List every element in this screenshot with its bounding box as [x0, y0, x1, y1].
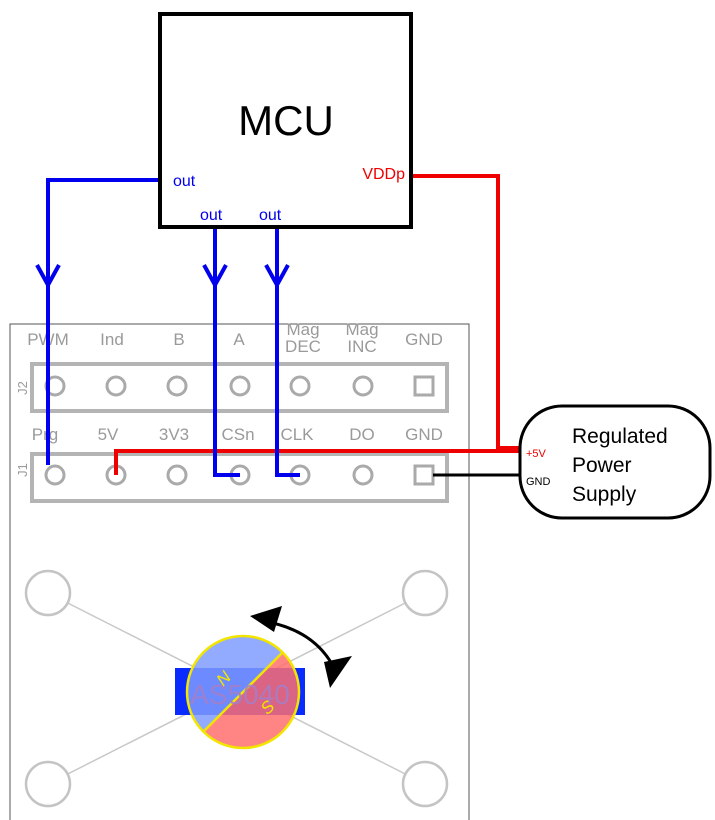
j2-pin-6 [352, 375, 374, 397]
j1-pin-7 [413, 464, 435, 486]
mcu-pin-out-mid1: out [200, 207, 223, 224]
mcu-pin-out-left: out [173, 173, 196, 190]
signal-wire-pwm [46, 178, 160, 465]
mcu-block: MCU out out out VDDp [158, 12, 413, 229]
mounting-hole-bottom-left [24, 760, 72, 808]
magnet-divider [202, 651, 284, 733]
wires [35, 174, 520, 477]
magnet [185, 634, 301, 750]
j2-header [30, 362, 449, 413]
j2-pin-3 [166, 375, 188, 397]
power-supply-line-2: Power [572, 454, 632, 477]
signal-wire-clk [275, 225, 300, 477]
j1-label-3v3: 3V3 [159, 425, 189, 444]
arrowhead-pwm-icon [35, 264, 61, 290]
j2-label-gnd: GND [405, 330, 443, 349]
j1-label-clk: CLK [280, 425, 314, 444]
j1-label-csn: CSn [221, 425, 254, 444]
mounting-hole-top-left [24, 569, 72, 617]
j1-label-gnd: GND [405, 425, 443, 444]
j2-label-ind: Ind [100, 330, 124, 349]
j2-pin-4 [229, 375, 251, 397]
j1-header-label: J1 [15, 463, 30, 477]
mcu-title: MCU [238, 97, 334, 144]
magnet-south-half [203, 652, 300, 749]
j2-pin-5 [289, 375, 311, 397]
power-supply-gnd-label: GND [526, 476, 551, 488]
power-supply-line-3: Supply [572, 483, 637, 506]
magnet-north-half [186, 635, 283, 732]
j2-pin-7 [413, 375, 435, 397]
j1-pin-6 [352, 464, 374, 486]
power-supply-plus-label: +5V [526, 448, 547, 460]
j2-header-label: J2 [15, 381, 30, 395]
j2-label-b: B [173, 330, 184, 349]
mcu-pin-vddp: VDDp [362, 166, 405, 183]
arrowhead-csn-icon [202, 264, 228, 290]
j1-header [30, 452, 449, 503]
power-wire-vddp [411, 174, 520, 450]
j1-label-5v: 5V [98, 425, 119, 444]
board-outline [9, 323, 470, 820]
mcu-pin-out-mid2: out [259, 207, 282, 224]
j2-label-a: A [233, 330, 245, 349]
j1-pin-1 [44, 464, 66, 486]
j2-pin-2 [105, 375, 127, 397]
power-wire-5v [114, 449, 520, 475]
mcu-box [158, 12, 413, 229]
power-supply-line-1: Regulated [572, 425, 668, 448]
j1-label-do: DO [349, 425, 375, 444]
mounting-hole-top-right [401, 569, 449, 617]
chip-label: AS5040 [190, 679, 290, 710]
j1-pin-3 [166, 464, 188, 486]
rotation-arrow-icon [250, 606, 352, 688]
power-supply-box [518, 404, 712, 520]
mounting-hole-bottom-right [401, 760, 449, 808]
signal-wire-csn [213, 225, 240, 477]
magnet-rim [185, 634, 301, 750]
arrowhead-clk-icon [264, 264, 290, 290]
j1-label-prg: Prg [32, 425, 58, 444]
power-supply: Regulated Power Supply +5V GND [518, 404, 712, 520]
